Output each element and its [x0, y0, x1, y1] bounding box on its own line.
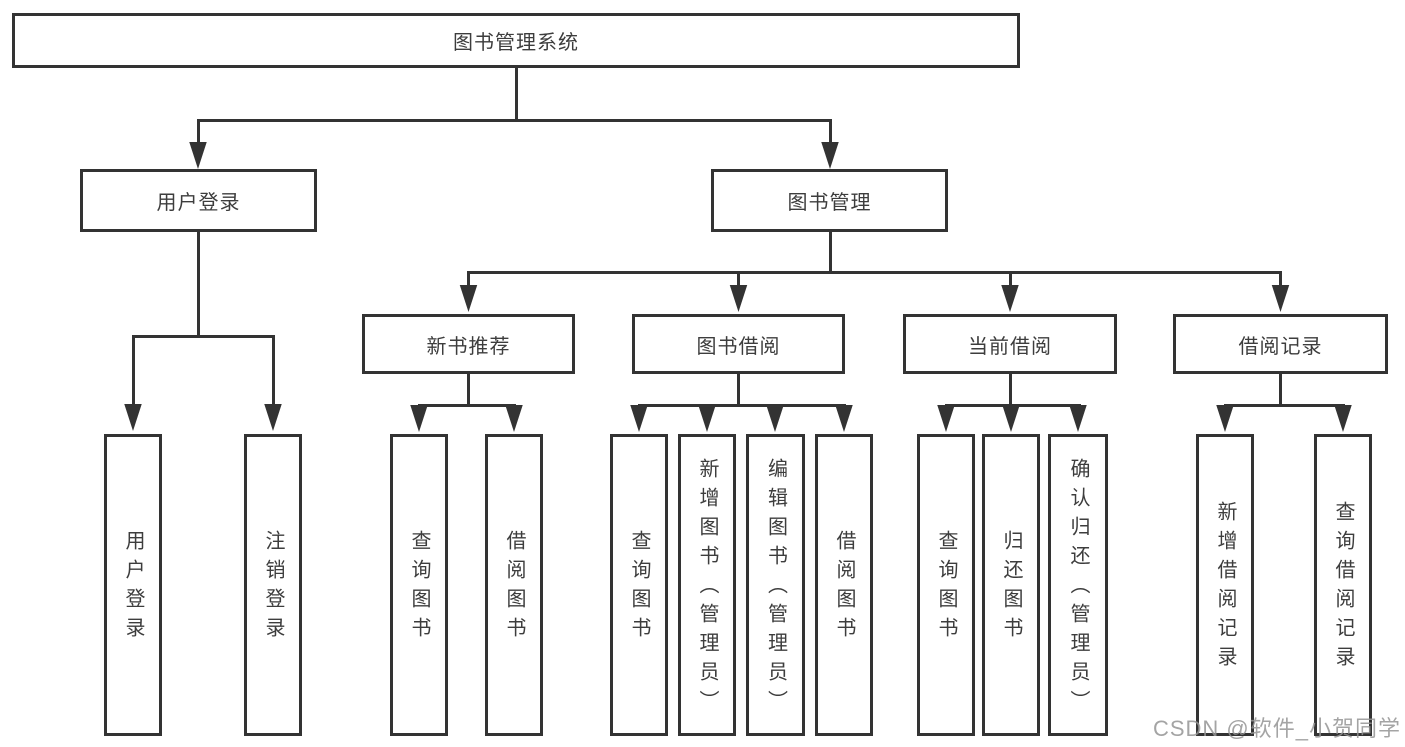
node-query-books-1: 查询图书 — [390, 434, 448, 736]
arrow-down-icon — [630, 405, 648, 432]
connector-vline — [737, 372, 740, 405]
arrow-down-icon — [459, 285, 478, 312]
node-logout: 注销登录 — [244, 434, 302, 736]
connector-vline — [196, 232, 200, 336]
arrow-down-icon — [1334, 405, 1352, 432]
arrow-down-icon — [505, 405, 523, 432]
node-borrow-books-1: 借阅图书 — [485, 434, 543, 736]
arrow-down-icon — [264, 404, 282, 431]
node-query-borrow-record: 查询借阅记录 — [1314, 434, 1372, 736]
node-edit-book-admin: 编辑图书（管理员） — [746, 434, 805, 736]
connector-vline — [196, 119, 200, 146]
connector-vline — [1279, 271, 1282, 287]
csdn-watermark: CSDN @软件_小贺同学 — [1152, 716, 1401, 741]
connector-vline — [737, 271, 740, 287]
connector-vline — [1279, 372, 1282, 405]
connector-hline — [1223, 403, 1345, 407]
node-borrowing-records: 借阅记录 — [1173, 314, 1388, 374]
connector-vline — [271, 335, 275, 407]
node-user-login: 用户登录 — [80, 169, 317, 232]
node-library-management-system: 图书管理系统 — [12, 13, 1020, 68]
node-borrow-books-2: 借阅图书 — [815, 434, 873, 736]
connector-hline — [196, 118, 832, 122]
node-add-book-admin: 新增图书（管理员） — [678, 434, 736, 736]
arrow-down-icon — [1069, 405, 1087, 432]
arrow-down-icon — [835, 405, 853, 432]
node-current-borrowing: 当前借阅 — [903, 314, 1117, 374]
node-confirm-return-admin: 确认归还（管理员） — [1048, 434, 1108, 736]
node-query-books-2: 查询图书 — [610, 434, 668, 736]
node-book-management: 图书管理 — [711, 169, 948, 232]
node-add-borrow-record: 新增借阅记录 — [1196, 434, 1254, 736]
arrow-down-icon — [1001, 285, 1019, 312]
arrow-down-icon — [698, 405, 716, 432]
connector-vline — [467, 372, 470, 405]
arrow-down-icon — [1271, 285, 1290, 312]
node-user-login-leaf: 用户登录 — [104, 434, 162, 736]
connector-hline — [417, 403, 516, 407]
connector-hline — [131, 334, 275, 338]
connector-vline — [1008, 372, 1012, 405]
node-return-books: 归还图书 — [982, 434, 1040, 736]
connector-vline — [131, 335, 135, 407]
arrow-down-icon — [1216, 405, 1234, 432]
arrow-down-icon — [189, 142, 207, 169]
connector-hline — [637, 403, 846, 407]
connector-vline — [828, 232, 832, 272]
connector-hline — [467, 270, 1282, 274]
arrow-down-icon — [124, 404, 142, 431]
arrow-down-icon — [766, 405, 784, 432]
node-query-books-3: 查询图书 — [917, 434, 975, 736]
node-book-borrowing: 图书借阅 — [632, 314, 845, 374]
connector-vline — [1008, 271, 1012, 287]
arrow-down-icon — [1002, 405, 1020, 432]
node-new-book-recommendation: 新书推荐 — [362, 314, 575, 374]
connector-vline — [467, 271, 470, 287]
connector-vline — [828, 119, 832, 146]
arrow-down-icon — [937, 405, 955, 432]
arrow-down-icon — [729, 285, 748, 312]
connector-vline — [514, 68, 518, 121]
arrow-down-icon — [821, 142, 839, 169]
arrow-down-icon — [410, 405, 428, 432]
